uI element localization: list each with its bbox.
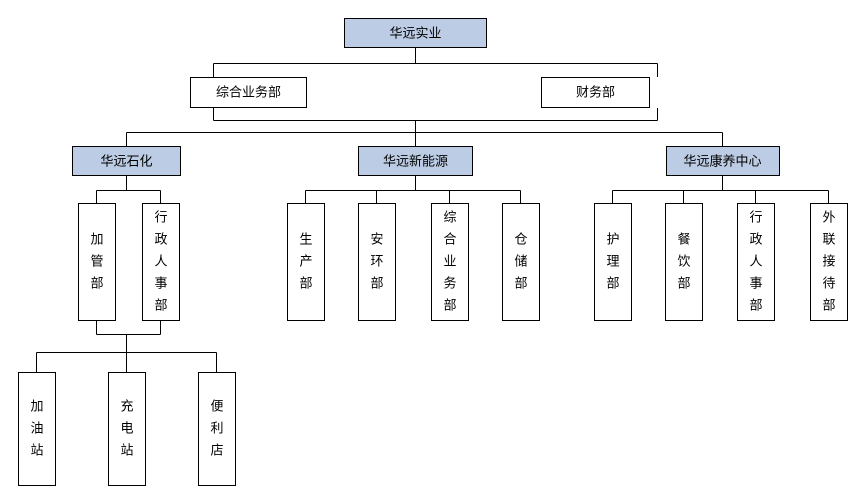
node-dept-energy-1[interactable]: 生产部 [286, 202, 326, 322]
node-division-energy-box[interactable] [357, 145, 474, 177]
node-site-2-label: 充电站 [120, 399, 133, 459]
node-dept-petro-2[interactable]: 行政人事部 [141, 202, 181, 322]
node-dept-petro-2-box[interactable] [141, 202, 181, 322]
node-site-3-box[interactable] [197, 371, 237, 487]
node-dept-energy-1-label: 生产部 [299, 233, 312, 292]
node-staff-right[interactable]: 财务部 [540, 76, 651, 109]
node-dept-health-4-label: 外联接待部 [822, 211, 835, 314]
node-staff-left[interactable]: 综合业务部 [189, 76, 308, 109]
node-dept-health-4-box[interactable] [809, 202, 849, 322]
node-dept-energy-2-box[interactable] [357, 202, 397, 322]
node-dept-petro-1[interactable]: 加管部 [77, 202, 117, 322]
node-dept-energy-3[interactable]: 综合业务部 [430, 202, 470, 322]
node-dept-petro-1-box[interactable] [77, 202, 117, 322]
node-division-health[interactable]: 华远康养中心 [665, 145, 781, 177]
node-site-2-box[interactable] [107, 371, 147, 487]
node-site-1-label: 加油站 [30, 400, 43, 459]
node-staff-left-label: 综合业务部 [216, 85, 281, 101]
node-division-petro-box[interactable] [71, 145, 182, 177]
node-staff-left-box[interactable] [189, 76, 308, 109]
node-dept-energy-3-box[interactable] [430, 202, 470, 322]
node-dept-health-3-box[interactable] [736, 202, 776, 322]
node-dept-health-1-label: 护理部 [606, 233, 619, 292]
node-site-1[interactable]: 加油站 [17, 371, 57, 487]
node-dept-energy-4[interactable]: 仓储部 [501, 202, 541, 322]
node-site-3-label: 便利店 [210, 400, 223, 459]
node-dept-health-2-box[interactable] [664, 202, 704, 322]
connector-layer [35, 48, 830, 372]
node-staff-right-label: 财务部 [576, 85, 615, 101]
node-site-1-box[interactable] [17, 371, 57, 487]
node-division-petro[interactable]: 华远石化 [71, 145, 182, 177]
node-dept-health-2-label: 餐饮部 [677, 232, 690, 292]
node-dept-energy-4-label: 仓储部 [514, 233, 527, 292]
node-root-box[interactable] [343, 17, 488, 49]
node-dept-petro-1-label: 加管部 [90, 233, 103, 292]
node-division-health-box[interactable] [665, 145, 781, 177]
node-dept-energy-3-label: 综合业务部 [443, 211, 456, 314]
node-dept-energy-4-box[interactable] [501, 202, 541, 322]
node-dept-health-1[interactable]: 护理部 [593, 202, 633, 322]
node-dept-health-3-label: 行政人事部 [749, 211, 762, 314]
node-dept-health-3[interactable]: 行政人事部 [736, 202, 776, 322]
node-division-energy[interactable]: 华远新能源 [357, 145, 474, 177]
node-division-petro-label: 华远石化 [100, 155, 152, 170]
node-site-2[interactable]: 充电站 [107, 371, 147, 487]
node-dept-energy-1-box[interactable] [286, 202, 326, 322]
node-dept-energy-2-label: 安环部 [370, 233, 383, 292]
node-division-energy-label: 华远新能源 [383, 154, 448, 170]
node-staff-right-box[interactable] [540, 76, 651, 109]
node-dept-health-4[interactable]: 外联接待部 [809, 202, 849, 322]
node-dept-health-2[interactable]: 餐饮部 [664, 202, 704, 322]
node-root-label: 华远实业 [389, 27, 441, 42]
node-root[interactable]: 华远实业 [343, 17, 488, 49]
node-dept-health-1-box[interactable] [593, 202, 633, 322]
node-division-health-label: 华远康养中心 [683, 154, 761, 170]
node-site-3[interactable]: 便利店 [197, 371, 237, 487]
node-dept-petro-2-label: 行政人事部 [154, 211, 167, 314]
node-dept-energy-2[interactable]: 安环部 [357, 202, 397, 322]
